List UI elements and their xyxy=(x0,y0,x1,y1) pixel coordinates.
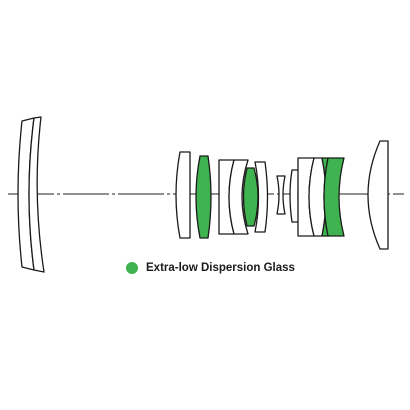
lens-group-front xyxy=(17,116,45,273)
lens-element-2 xyxy=(28,116,45,273)
ed-glass-swatch-icon xyxy=(126,262,138,274)
lens-element-8 xyxy=(254,161,269,233)
lens-group-4 xyxy=(276,169,301,223)
lens-element-3 xyxy=(175,151,191,239)
lens-element-9 xyxy=(276,175,286,215)
lens-element-7-ed xyxy=(242,167,259,227)
lens-group-3 xyxy=(218,159,269,235)
lens-group-5 xyxy=(297,157,345,237)
lens-element-6 xyxy=(228,159,249,235)
lens-element-14-ed xyxy=(323,157,345,237)
lens-group-2 xyxy=(175,151,212,239)
legend-label: Extra-low Dispersion Glass xyxy=(146,262,295,274)
lens-element-15 xyxy=(367,140,389,250)
lens-element-4-ed xyxy=(195,155,212,239)
legend: Extra-low Dispersion Glass xyxy=(126,262,295,274)
